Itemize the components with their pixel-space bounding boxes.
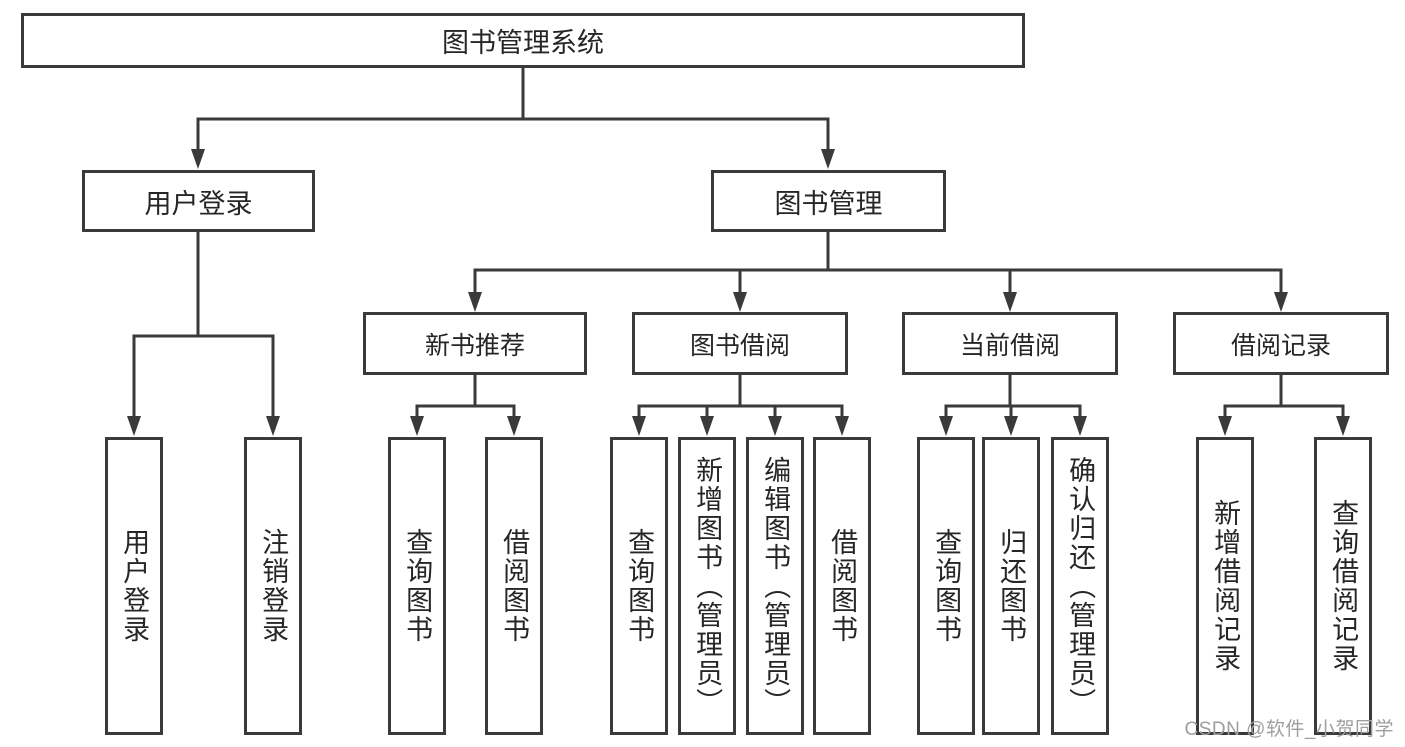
node-book-borrow-label: 图书借阅 [689,331,790,360]
leaf-borrow-books-recommend: 借阅图书 [485,437,543,735]
leaf-edit-books-admin: 编辑图书（管理员） [746,437,804,735]
leaf-return-books-label: 归还图书 [996,528,1027,644]
leaf-query-borrow-record: 查询借阅记录 [1314,437,1372,735]
leaf-query-books-current-label: 查询图书 [931,528,962,644]
node-borrow-records: 借阅记录 [1173,312,1389,375]
leaf-add-books-admin: 新增图书（管理员） [678,437,736,735]
node-current-borrow: 当前借阅 [902,312,1118,375]
leaf-add-borrow-record: 新增借阅记录 [1196,437,1254,735]
connector-book-borrow-children [632,373,849,436]
node-borrow-records-label: 借阅记录 [1230,331,1331,360]
node-current-borrow-label: 当前借阅 [959,331,1060,360]
leaf-edit-books-admin-label: 编辑图书（管理员） [760,455,791,717]
node-new-book-recommend: 新书推荐 [363,312,587,375]
node-book-management: 图书管理 [711,170,946,232]
leaf-query-books-recommend: 查询图书 [388,437,446,735]
leaf-borrow-books-label: 借阅图书 [827,528,858,644]
leaf-user-login-label: 用户登录 [119,528,150,644]
leaf-query-books-borrow: 查询图书 [610,437,668,735]
leaf-logout-login-label: 注销登录 [258,528,289,644]
leaf-logout-login: 注销登录 [244,437,302,735]
node-library-system-label: 图书管理系统 [442,28,604,58]
node-new-book-recommend-label: 新书推荐 [424,331,525,360]
leaf-user-login: 用户登录 [105,437,163,735]
leaf-add-books-admin-label: 新增图书（管理员） [692,455,723,717]
leaf-confirm-return-admin: 确认归还（管理员） [1051,437,1109,735]
leaf-borrow-books: 借阅图书 [813,437,871,735]
connector-user-login-children [127,230,280,436]
leaf-query-borrow-record-label: 查询借阅记录 [1328,499,1359,673]
leaf-confirm-return-admin-label: 确认归还（管理员） [1065,455,1096,717]
csdn-watermark: CSDN @软件_小贺同学 [1184,719,1394,740]
leaf-return-books: 归还图书 [982,437,1040,735]
node-book-borrow: 图书借阅 [632,312,848,375]
connector-book-management-children [468,230,1288,312]
node-user-login-label: 用户登录 [144,188,253,219]
connector-root-to-level2 [191,66,835,169]
connector-new-book-children [410,373,521,436]
leaf-add-borrow-record-label: 新增借阅记录 [1210,499,1241,673]
node-book-management-label: 图书管理 [774,188,883,219]
connector-current-borrow-children [939,373,1087,436]
leaf-query-books-current: 查询图书 [917,437,975,735]
node-user-login: 用户登录 [82,170,315,232]
leaf-query-books-recommend-label: 查询图书 [402,528,433,644]
leaf-borrow-books-recommend-label: 借阅图书 [499,528,530,644]
connector-borrow-records-children [1218,373,1350,436]
node-library-system: 图书管理系统 [21,13,1025,68]
leaf-query-books-borrow-label: 查询图书 [624,528,655,644]
